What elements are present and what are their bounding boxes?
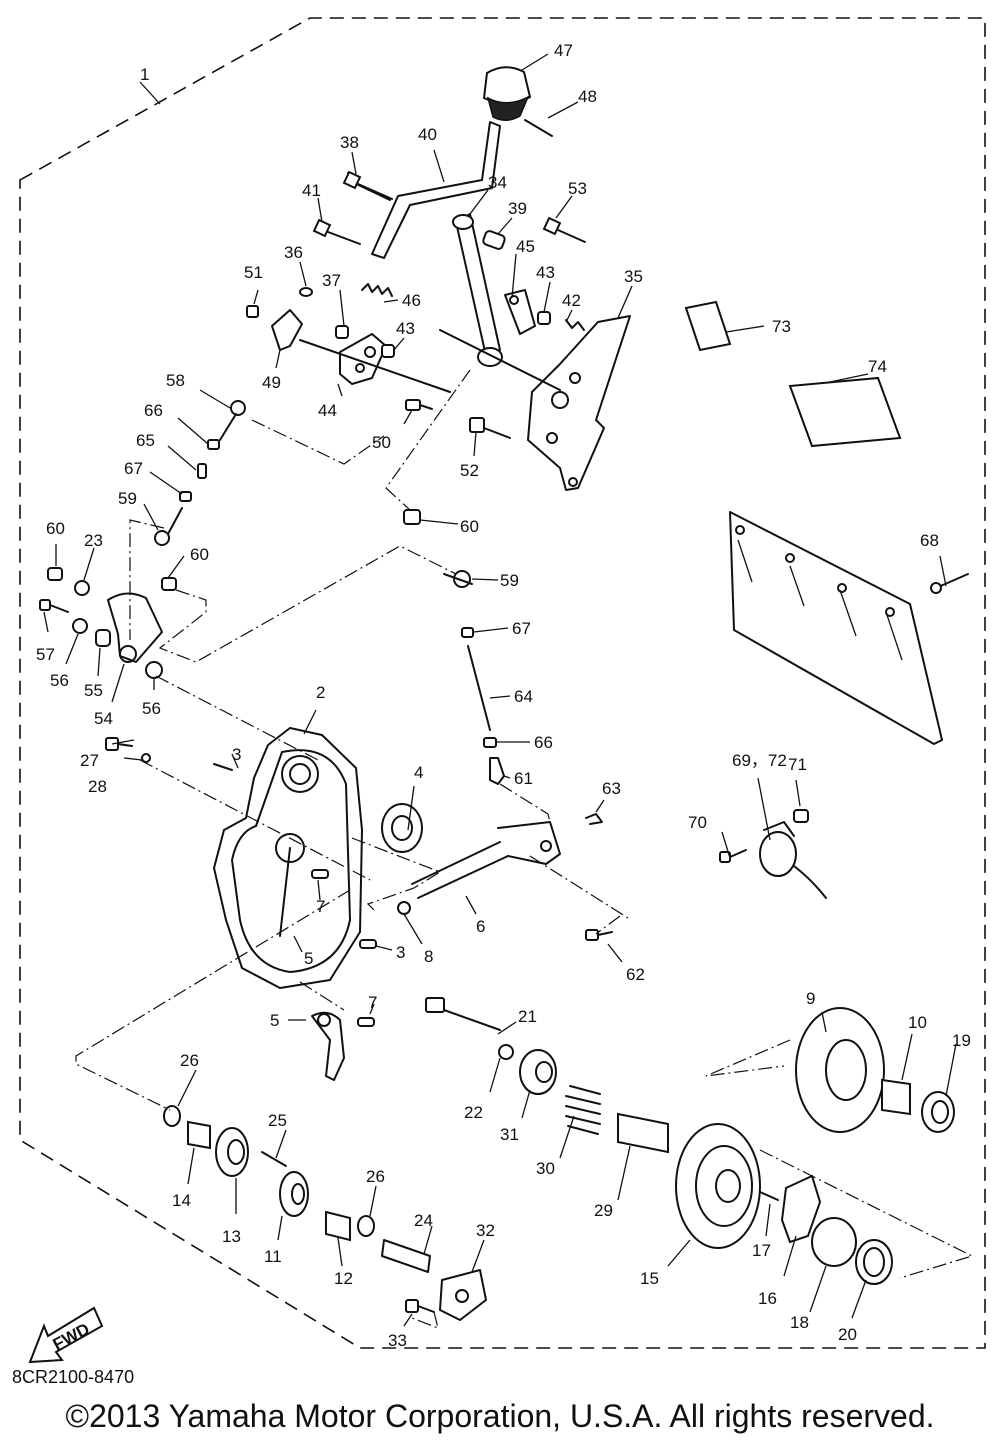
callout-60c: 60 <box>190 545 209 564</box>
callout-20: 20 <box>838 1325 857 1344</box>
callout-47: 47 <box>554 41 573 60</box>
callout-59: 59 <box>118 489 137 508</box>
callout-61: 61 <box>514 769 533 788</box>
callout-37: 37 <box>322 271 341 290</box>
callout-43: 43 <box>536 263 555 282</box>
fwd-direction-arrow: FWD <box>28 1306 104 1364</box>
callout-13: 13 <box>222 1227 241 1246</box>
callout-41: 41 <box>302 181 321 200</box>
callout-labels: 1 2 3 3 4 5 5 6 7 7 8 9 10 11 12 13 14 1… <box>36 41 971 1350</box>
callout-51: 51 <box>244 263 263 282</box>
callout-11: 11 <box>264 1247 282 1266</box>
callout-66b: 66 <box>534 733 553 752</box>
callout-73: 73 <box>772 317 791 336</box>
callout-59b: 59 <box>500 571 519 590</box>
drawing-code: 8CR2100-8470 <box>12 1367 135 1387</box>
callout-15: 15 <box>640 1269 659 1288</box>
callout-1: 1 <box>140 65 149 84</box>
copyright-notice: ©2013 Yamaha Motor Corporation, U.S.A. A… <box>65 1398 935 1434</box>
callout-28: 28 <box>88 777 107 796</box>
callout-57: 57 <box>36 645 55 664</box>
callout-3: 3 <box>232 745 241 764</box>
assembly-boundary <box>19 17 986 1349</box>
callout-38: 38 <box>340 133 359 152</box>
chaincase-group <box>105 727 423 1081</box>
callout-25: 25 <box>268 1111 287 1130</box>
callout-7b: 7 <box>368 993 377 1012</box>
callout-16: 16 <box>758 1289 777 1308</box>
callout-67: 67 <box>124 459 143 478</box>
callout-5: 5 <box>304 949 313 968</box>
callout-46: 46 <box>402 291 421 310</box>
callout-60: 60 <box>460 517 479 536</box>
callout-21: 21 <box>518 1007 537 1026</box>
callout-19: 19 <box>952 1031 971 1050</box>
callout-62: 62 <box>626 965 645 984</box>
callout-5b: 5 <box>270 1011 279 1030</box>
callout-35: 35 <box>624 267 643 286</box>
callout-56b: 56 <box>142 699 161 718</box>
callout-58: 58 <box>166 371 185 390</box>
callout-40: 40 <box>418 125 437 144</box>
callout-43b: 43 <box>396 319 415 338</box>
misc-parts-group <box>684 300 969 899</box>
callout-52: 52 <box>460 461 479 480</box>
callout-22: 22 <box>464 1103 483 1122</box>
callout-14: 14 <box>172 1191 191 1210</box>
callout-45: 45 <box>516 237 535 256</box>
callout-39: 39 <box>508 199 527 218</box>
callout-54: 54 <box>94 709 113 728</box>
callout-69-72: 69，72 <box>732 751 787 770</box>
callout-29: 29 <box>594 1201 613 1220</box>
callout-44: 44 <box>318 401 337 420</box>
callout-67b: 67 <box>512 619 531 638</box>
callout-32: 32 <box>476 1221 495 1240</box>
callout-30: 30 <box>536 1159 555 1178</box>
callout-50: 50 <box>372 433 391 452</box>
callout-74: 74 <box>868 357 887 376</box>
callout-71: 71 <box>788 755 807 774</box>
callout-64: 64 <box>514 687 533 706</box>
callout-4: 4 <box>414 763 423 782</box>
leader-lines <box>43 53 957 1327</box>
callout-63: 63 <box>602 779 621 798</box>
callout-68: 68 <box>920 531 939 550</box>
callout-31: 31 <box>500 1125 519 1144</box>
callout-7: 7 <box>316 897 325 916</box>
callout-12: 12 <box>334 1269 353 1288</box>
callout-27: 27 <box>80 751 99 770</box>
callout-8: 8 <box>424 947 433 966</box>
callout-56: 56 <box>50 671 69 690</box>
callout-23: 23 <box>84 531 103 550</box>
callout-10: 10 <box>908 1013 927 1032</box>
gear-group <box>163 997 955 1321</box>
callout-9: 9 <box>806 989 815 1008</box>
alignment-lines <box>75 369 974 1329</box>
callout-26b: 26 <box>366 1167 385 1186</box>
callout-24: 24 <box>414 1211 433 1230</box>
callout-42: 42 <box>562 291 581 310</box>
callout-70: 70 <box>688 813 707 832</box>
callout-65: 65 <box>136 431 155 450</box>
callout-6: 6 <box>476 917 485 936</box>
callout-17: 17 <box>752 1241 771 1260</box>
callout-33: 33 <box>388 1331 407 1350</box>
callout-18: 18 <box>790 1313 809 1332</box>
callout-2: 2 <box>316 683 325 702</box>
callout-55: 55 <box>84 681 103 700</box>
callout-49: 49 <box>262 373 281 392</box>
callout-48: 48 <box>578 87 597 106</box>
callout-36: 36 <box>284 243 303 262</box>
callout-3b: 3 <box>396 943 405 962</box>
callout-66: 66 <box>144 401 163 420</box>
callout-53: 53 <box>568 179 587 198</box>
callout-60b: 60 <box>46 519 65 538</box>
shift-linkage-group <box>39 400 613 941</box>
shift-lever-group <box>246 66 631 525</box>
callout-34: 34 <box>488 173 507 192</box>
callout-26: 26 <box>180 1051 199 1070</box>
